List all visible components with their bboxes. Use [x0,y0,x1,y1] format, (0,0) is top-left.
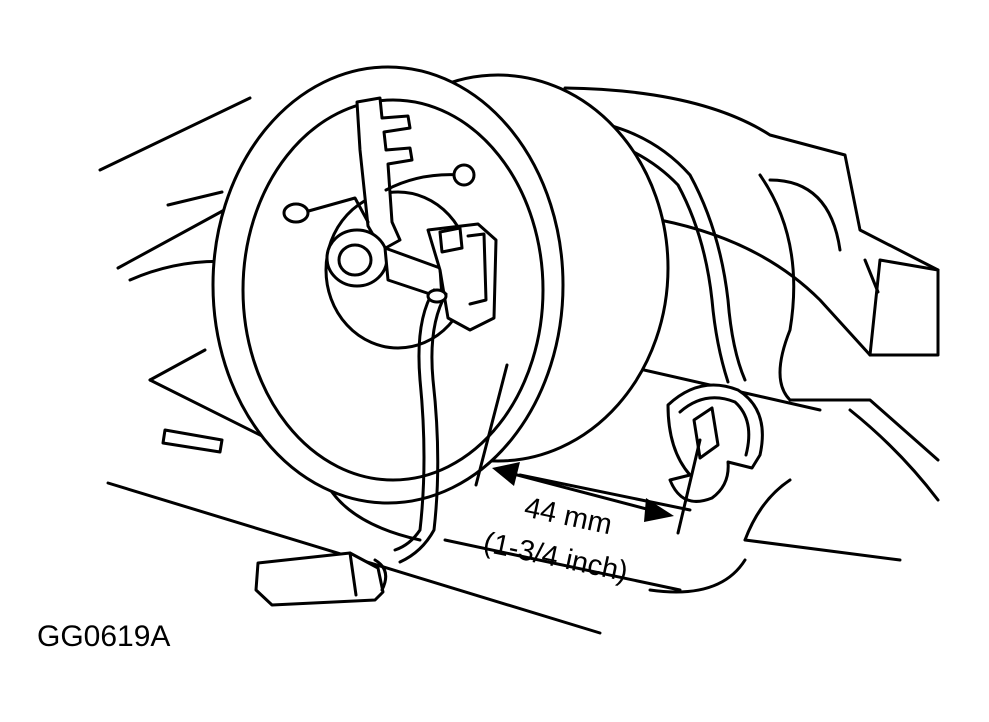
wire-lead-right [398,292,448,564]
harness-channel-outer [583,118,747,382]
dimension-arrowhead-left [492,462,520,486]
alignment-ball-left [282,202,310,224]
dimension-reference-line-right [676,438,702,535]
dimension-metric-label: 44 mm [522,492,615,542]
clockspring-outer-ring [211,65,565,505]
connector-rib [466,232,488,306]
figure-id-label: GG0619A [37,620,170,653]
wire-lead-left [393,288,436,552]
alignment-ball-right [452,163,476,187]
wire-grommet [426,288,448,304]
steering-column-housing [98,86,940,635]
housing-slot [161,428,224,454]
lock-cylinder [666,383,764,503]
dimension-arrow-line [504,470,660,514]
connector-window [438,226,464,254]
dimension-arrowhead-right [644,498,674,522]
pin-socket-inner [337,243,373,277]
dimension-reference-line-left [474,363,509,487]
clockspring-middle-ring [241,98,545,482]
wire-connector-latch [373,558,388,592]
wire-connector-plug [254,551,385,607]
pin-socket-outer [325,228,389,288]
wire-connector-seam [348,551,358,597]
alignment-rod-left [303,196,370,224]
